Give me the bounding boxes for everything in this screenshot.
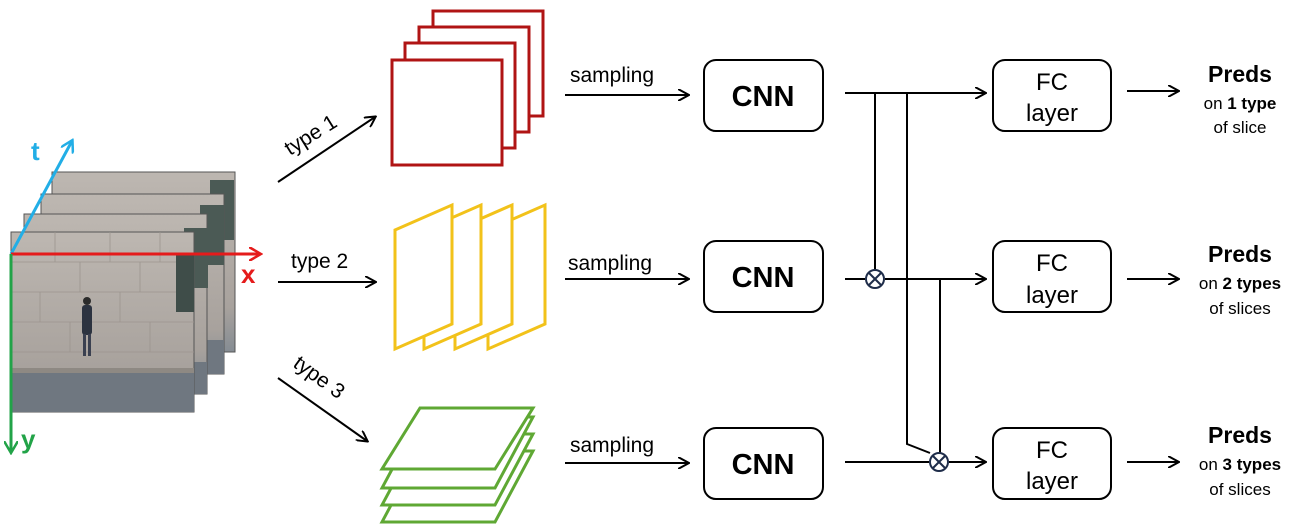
pred-title-2: Preds [1208, 241, 1272, 267]
fc-label-3-line2: layer [1026, 468, 1078, 495]
pred-title-1: Preds [1208, 61, 1272, 87]
fusion-node-3 [929, 452, 949, 472]
fusion-connections [845, 93, 985, 462]
type3-label: type 3 [289, 351, 349, 403]
prediction-1: Preds on 1 type of slice [1204, 61, 1277, 137]
sampling-label-3: sampling [570, 434, 654, 457]
video-frame-front [10, 231, 195, 413]
t-axis-label: t [31, 136, 40, 166]
x-axis-label: x [241, 259, 256, 289]
pred-desc-1: on 1 type [1204, 94, 1277, 113]
fc-label-3-line1: FC [1036, 437, 1068, 464]
fc-label-2-line2: layer [1026, 282, 1078, 309]
video-frame-stack [10, 171, 236, 413]
pred-desc-3-line2: of slices [1209, 480, 1270, 499]
sampling-arrows: sampling sampling sampling [565, 64, 688, 463]
type1-arrow [277, 117, 375, 183]
fc-boxes: FC layer FC layer FC layer [992, 59, 1112, 500]
prediction-2: Preds on 2 types of slices [1199, 241, 1281, 318]
person-figure [82, 297, 92, 356]
y-axis-label: y [21, 424, 36, 454]
fc-label-1-line2: layer [1026, 100, 1078, 127]
type2-label: type 2 [291, 250, 348, 273]
type-arrows: type 1 type 2 type 3 [277, 110, 375, 441]
fc-box-2 [992, 240, 1112, 313]
pred-desc-2: on 2 types [1199, 274, 1281, 293]
fc-box-3 [992, 427, 1112, 500]
type1-label: type 1 [280, 110, 341, 160]
cnn-box-2 [703, 240, 824, 313]
cnn-label-1: CNN [732, 81, 795, 113]
slice [379, 406, 536, 471]
output-arrows [1127, 91, 1178, 462]
cnn-boxes: CNN CNN CNN [703, 59, 824, 500]
sampling-label-1: sampling [570, 64, 654, 87]
cnn-box-3 [703, 427, 824, 500]
type2-slice-stack [393, 202, 547, 352]
fc-box-1 [992, 59, 1112, 132]
cnn-label-2: CNN [732, 262, 795, 294]
pred-title-3: Preds [1208, 422, 1272, 448]
axes: t x y [11, 136, 260, 454]
prediction-3: Preds on 3 types of slices [1199, 422, 1281, 499]
slice [390, 58, 504, 167]
sampling-label-2: sampling [568, 252, 652, 275]
t-axis [9, 141, 72, 255]
fusion-node-2 [865, 269, 885, 289]
type1-slice-stack [390, 9, 545, 167]
fc-label-2-line1: FC [1036, 250, 1068, 277]
type3-slice-stack [379, 406, 536, 524]
fc-label-1-line1: FC [1036, 69, 1068, 96]
cnn-box-1 [703, 59, 824, 132]
cnn-label-3: CNN [732, 449, 795, 481]
cnn1-branch-to-fusion3 [906, 93, 931, 454]
type3-arrow [277, 377, 367, 441]
pred-desc-3: on 3 types [1199, 455, 1281, 474]
pred-desc-2-line2: of slices [1209, 299, 1270, 318]
pred-desc-1-line2: of slice [1214, 118, 1267, 137]
slice [393, 202, 454, 352]
